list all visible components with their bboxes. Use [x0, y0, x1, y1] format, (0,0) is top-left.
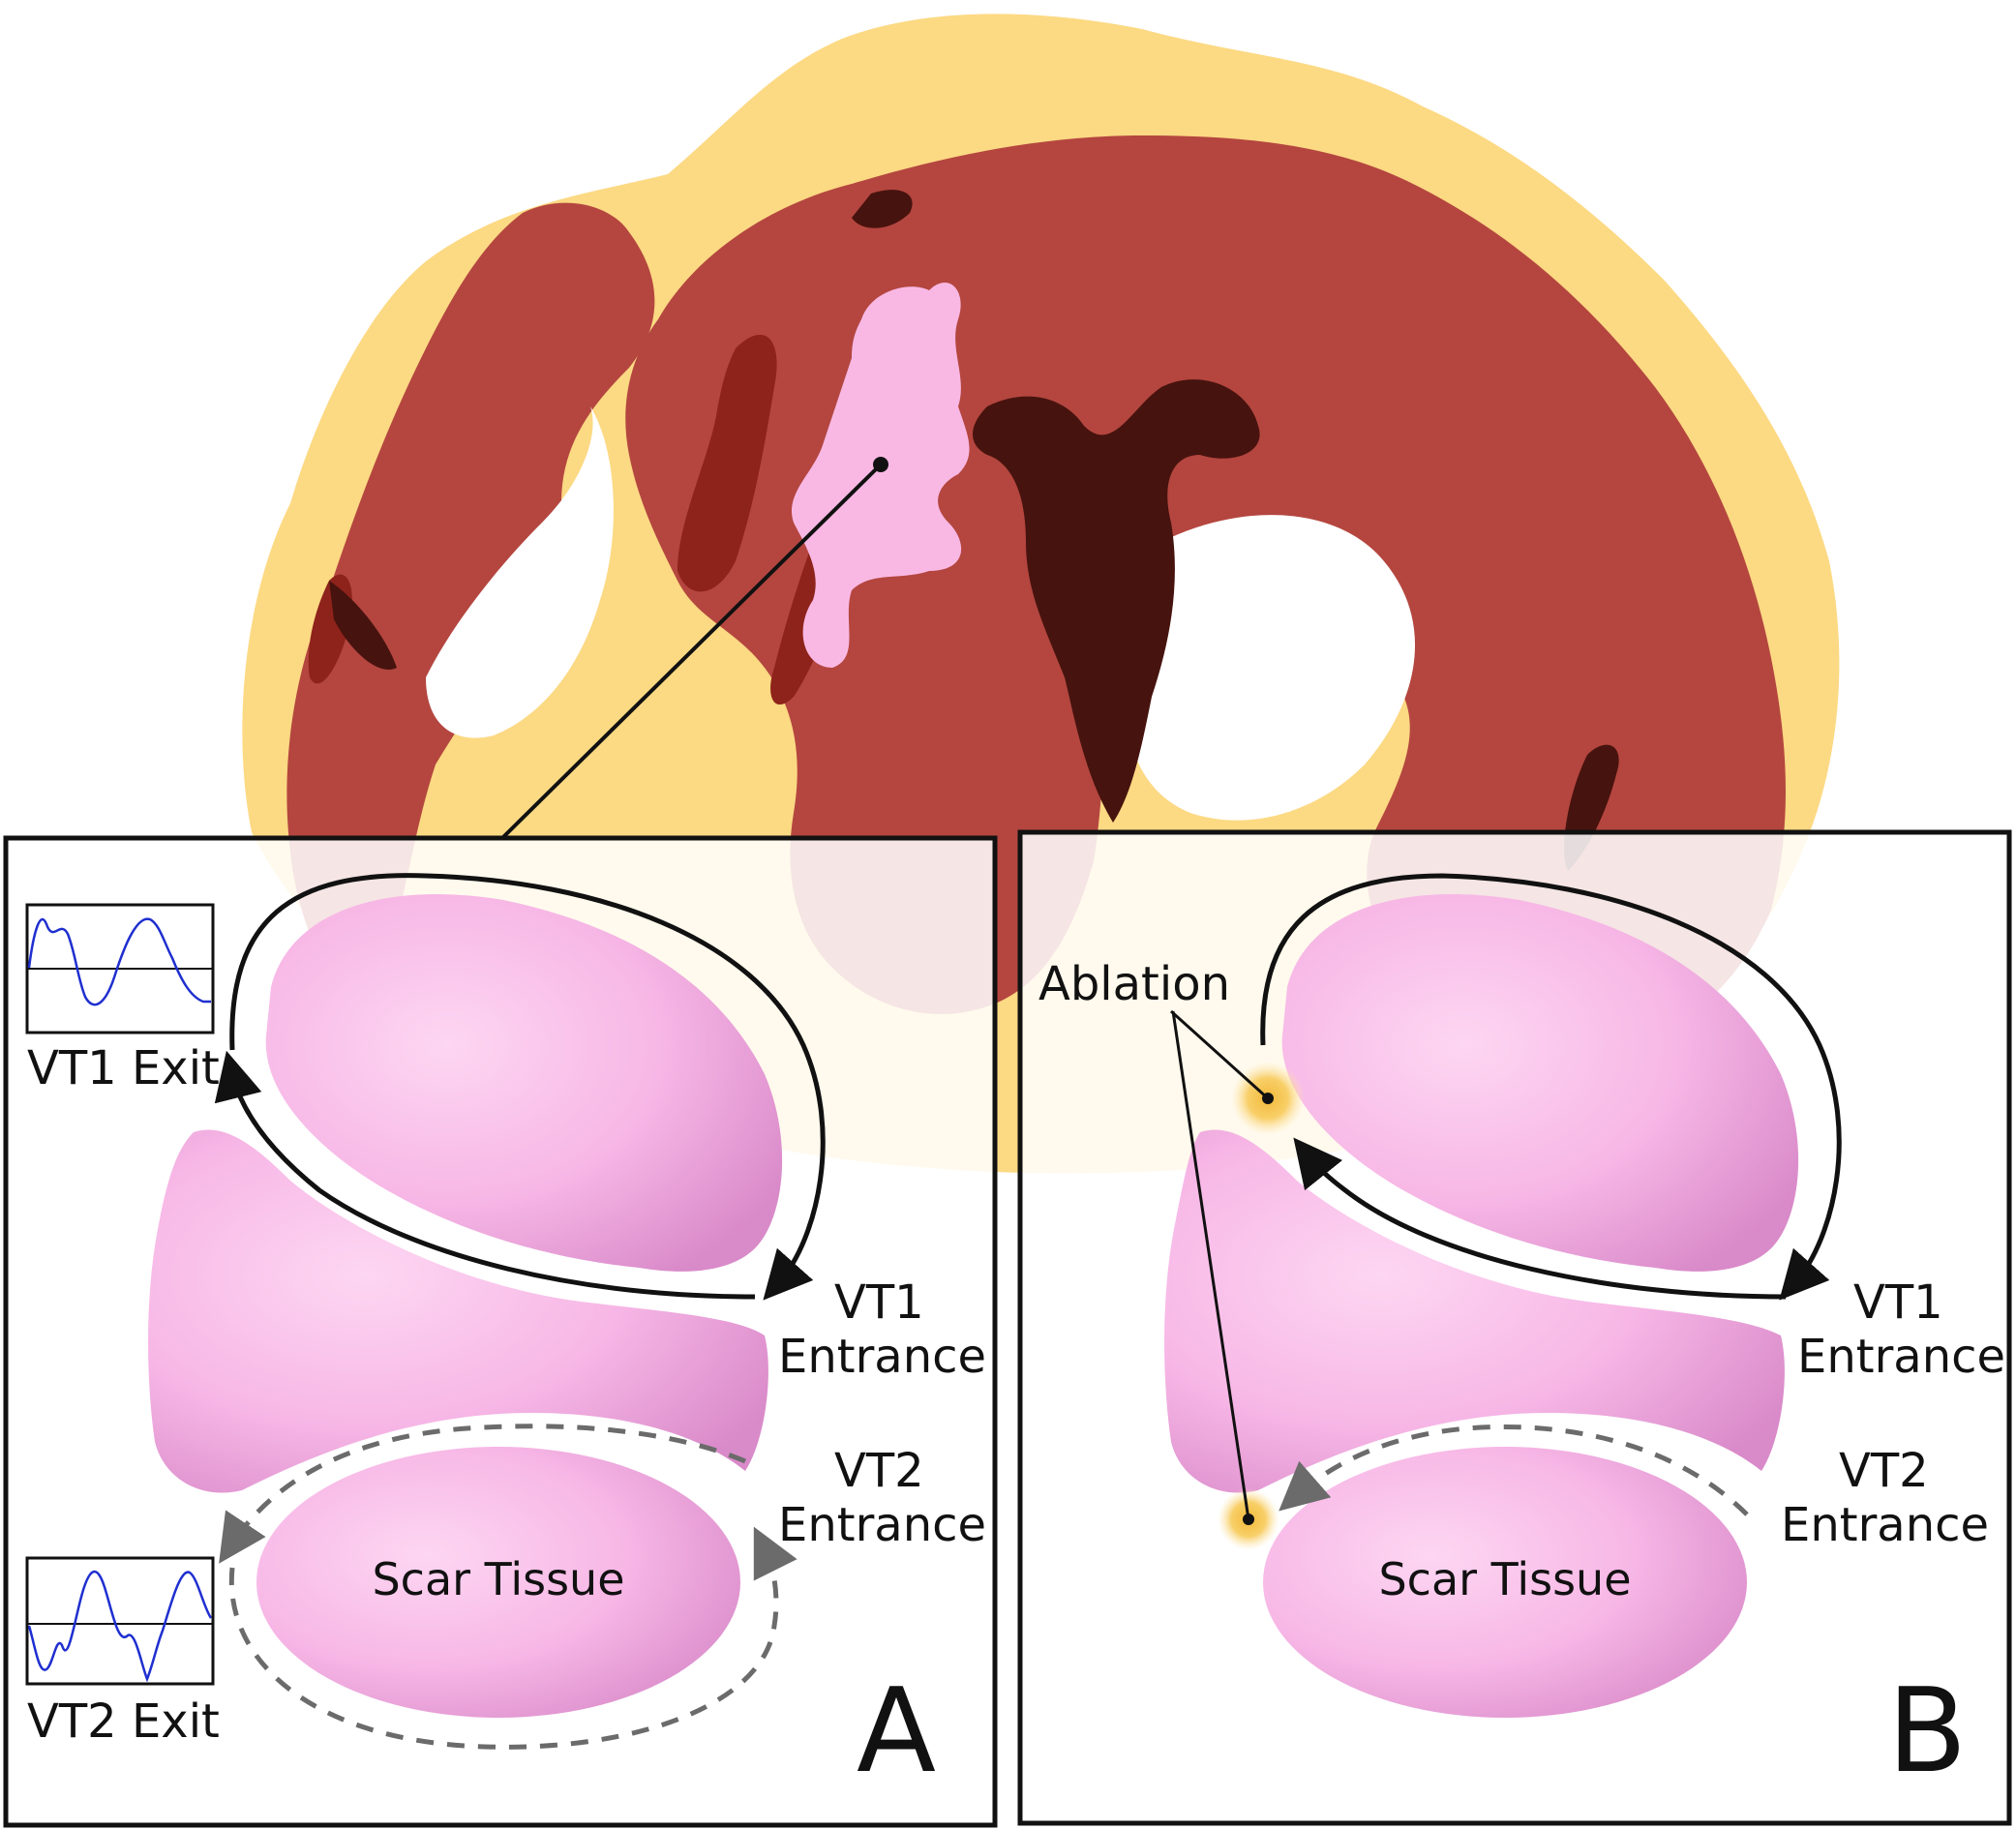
callout-line — [501, 463, 883, 839]
darkest-septal-tissue — [973, 379, 1260, 823]
panel-a-vt2-entrance-line1: VT2 — [834, 1444, 924, 1498]
ecg-trace-vt1-icon — [25, 903, 215, 1034]
panel-a-vt2-upper-arrow — [219, 1424, 746, 1564]
ablation-pointer-upper — [1169, 1009, 1270, 1100]
lv-cavity — [1123, 515, 1416, 821]
right-ventricle-wall — [286, 202, 655, 998]
panel-a-vt1-exit-label: VT1 Exit — [27, 1041, 220, 1095]
panel-b-vt1-entrance-line1: VT1 — [1853, 1275, 1943, 1330]
panel-a-vt1-inner-arrow — [214, 1050, 756, 1300]
panel-a-vt1-outer-arrow — [229, 873, 826, 1301]
panel-a: VT1 Exit VT1 Entrance VT2 Entrance VT2 E… — [3, 835, 998, 1828]
darkest-tissue-streak-1 — [329, 581, 397, 670]
panel-b-vt1-inner-arrow — [1293, 1137, 1787, 1300]
panel-a-letter: A — [857, 1664, 936, 1799]
panel-a-scar-lower — [256, 1447, 740, 1718]
panel-b: Ablation VT1 Entrance VT2 Entrance Scar … — [1017, 829, 2012, 1826]
panel-b-scar-label: Scar Tissue — [1378, 1553, 1631, 1605]
panel-a-vt2-exit-label: VT2 Exit — [27, 1694, 220, 1749]
panel-b-vt1-outer-arrow — [1260, 873, 1842, 1301]
panel-b-vt2-arrow — [1279, 1424, 1749, 1516]
panel-b-vt2-entrance-line1: VT2 — [1839, 1444, 1929, 1498]
ablation-pointer-lower — [1171, 1010, 1250, 1520]
panel-b-scar-upper — [1281, 894, 1799, 1272]
ecg-trace-vt2-icon — [25, 1556, 215, 1686]
darkest-tissue-streak-2 — [852, 190, 913, 228]
panel-a-scar-upper — [265, 894, 783, 1272]
panel-b-vt2-entrance-line2: Entrance — [1781, 1498, 1989, 1552]
rv-cavity — [426, 406, 614, 738]
callout-dot — [873, 457, 888, 472]
dark-tissue-streak-1 — [677, 334, 777, 592]
panel-a-scar-middle — [148, 1129, 768, 1493]
panel-a-vt1-entrance-line2: Entrance — [778, 1330, 986, 1384]
panel-b-ablation-label: Ablation — [1038, 957, 1230, 1011]
panel-a-vt2-entrance-line2: Entrance — [778, 1498, 986, 1552]
panel-b-scar-middle — [1164, 1129, 1785, 1493]
panel-b-scar-lower — [1263, 1447, 1747, 1718]
panel-b-vt1-entrance-line2: Entrance — [1797, 1330, 2005, 1384]
panel-a-scar-label: Scar Tissue — [372, 1553, 624, 1605]
heart-scar-region — [791, 282, 970, 668]
panel-b-letter: B — [1887, 1664, 1967, 1799]
panel-a-vt1-entrance-line1: VT1 — [834, 1275, 924, 1330]
